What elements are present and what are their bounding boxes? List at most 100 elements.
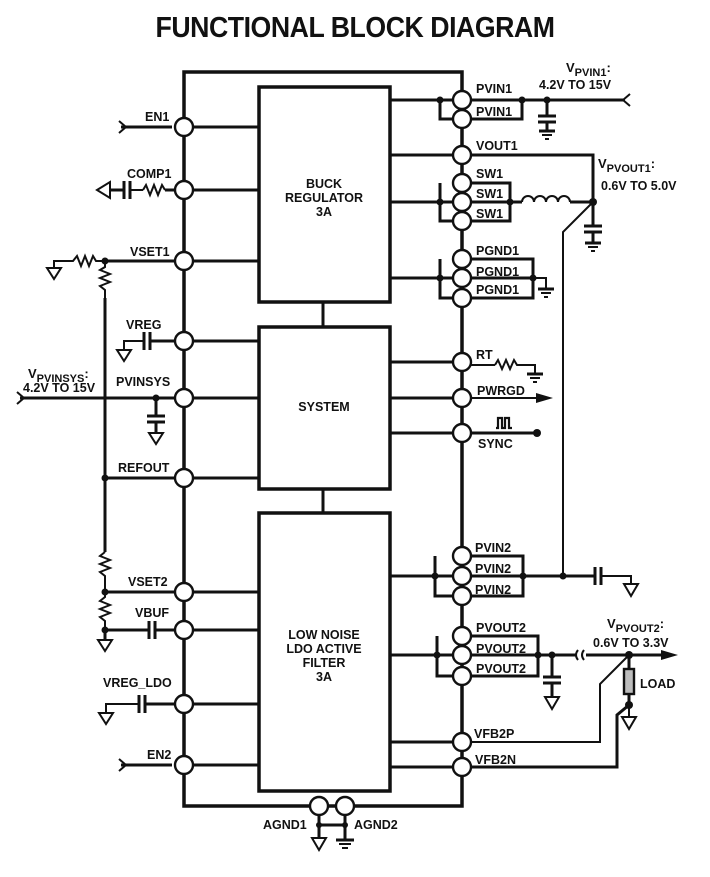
pin-pvin1-a (451, 89, 473, 111)
load-resistor (622, 667, 636, 696)
pin-label-sync: SYNC (478, 437, 513, 451)
left-internal-wires (184, 125, 259, 767)
pin-label-vset1: VSET1 (130, 245, 170, 259)
pin-sw1-b (451, 191, 473, 213)
pin-label-refout: REFOUT (118, 461, 170, 475)
pin-pwrgd (451, 387, 473, 409)
pin-label-sw1-b: SW1 (476, 187, 503, 201)
rail-range-pvin1: 4.2V TO 15V (539, 78, 612, 92)
ldo-label-line1: LOW NOISE (288, 628, 360, 642)
load-label: LOAD (640, 677, 675, 691)
pin-label-pgnd1-c: PGND1 (476, 283, 519, 297)
en2-connection (118, 758, 172, 772)
pin-pvout2-b (451, 644, 473, 666)
pin-sw1-a (451, 172, 473, 194)
pin-label-vreg-ldo: VREG_LDO (103, 676, 172, 690)
pin-label-pwrgd: PWRGD (477, 384, 525, 398)
pin-vout1 (451, 144, 473, 166)
rail-label-pvinsys: VPVINSYS: (28, 366, 89, 385)
pin-label-pvin2-c: PVIN2 (475, 583, 511, 597)
pin-vfb2p (451, 731, 473, 753)
vset1-network (45, 253, 175, 653)
pin-pvin2-a (451, 545, 473, 567)
pin-vfb2n (451, 756, 473, 778)
rail-range-pvout2: 0.6V TO 3.3V (593, 636, 669, 650)
vreg-ldo-network (97, 695, 175, 726)
agnd-network (310, 815, 354, 852)
pin-comp1 (173, 179, 195, 201)
pin-pvout2-c (451, 665, 473, 687)
pin-refout (173, 467, 195, 489)
buck-label-line1: BUCK (306, 177, 342, 191)
pin-sw1-c (451, 210, 473, 232)
pin-label-pvout2-a: PVOUT2 (476, 621, 526, 635)
pvin2-network (431, 554, 640, 598)
pin-label-rt: RT (476, 348, 493, 362)
right-internal-wires (390, 98, 462, 769)
pin-pvout2-a (451, 625, 473, 647)
ldo-label-line3: FILTER (303, 656, 346, 670)
rt-network (471, 357, 543, 383)
pin-label-en2: EN2 (147, 748, 171, 762)
system-block (257, 325, 392, 491)
pin-pvin2-c (451, 585, 473, 607)
rail-range-pvinsys: 4.2V TO 15V (23, 381, 96, 395)
vbuf-network (105, 621, 175, 639)
pin-vset1 (173, 250, 195, 272)
pin-label-pvinsys: PVINSYS (116, 375, 170, 389)
sw1-network (436, 181, 602, 576)
pin-vset2 (173, 581, 195, 603)
buck-label-line2: REGULATOR (285, 191, 363, 205)
pin-label-pvin1-b: PVIN1 (476, 105, 512, 119)
pin-agnd1 (308, 795, 330, 817)
pin-label-agnd1: AGND1 (263, 818, 307, 832)
pin-agnd2 (334, 795, 356, 817)
diagram-title: FUNCTIONAL BLOCK DIAGRAM (155, 12, 555, 44)
pin-label-sw1-a: SW1 (476, 167, 503, 181)
pin-sync (451, 422, 473, 444)
pin-pgnd1-c (451, 287, 473, 309)
pin-label-vreg: VREG (126, 318, 161, 332)
pin-label-pvin2-a: PVIN2 (475, 541, 511, 555)
system-label: SYSTEM (298, 400, 349, 414)
pin-vreg (173, 330, 195, 352)
comp1-network (95, 180, 175, 200)
pgnd1-network (436, 257, 554, 300)
pin-label-vout1: VOUT1 (476, 139, 518, 153)
rail-label-pvin1: VPVIN1: (566, 60, 611, 79)
pwrgd-output (471, 393, 553, 403)
pin-label-vset2: VSET2 (128, 575, 168, 589)
pvin1-network (436, 93, 631, 140)
pin-pvin1-b (451, 108, 473, 130)
pin-pgnd1-b (451, 267, 473, 289)
rail-label-pvout1: VPVOUT1: (598, 156, 655, 175)
pin-pgnd1-a (451, 248, 473, 270)
pin-label-comp1: COMP1 (127, 167, 172, 181)
pin-pvin2-b (451, 565, 473, 587)
pin-label-pvin2-b: PVIN2 (475, 562, 511, 576)
pin-label-en1: EN1 (145, 110, 169, 124)
pin-label-pvin1-a: PVIN1 (476, 82, 512, 96)
pvout2-network (433, 634, 678, 769)
vout1-feedback (462, 153, 595, 202)
ldo-filter-block (257, 511, 392, 793)
pin-vbuf (173, 619, 195, 641)
rail-label-pvout2: VPVOUT2: (607, 616, 664, 635)
ldo-label-line2: LDO ACTIVE (286, 642, 361, 656)
pin-rt (451, 351, 473, 373)
pin-en2 (173, 754, 195, 776)
pvinsys-network (16, 391, 175, 446)
en1-connection (118, 120, 172, 134)
pin-label-pvout2-b: PVOUT2 (476, 642, 526, 656)
pin-label-pgnd1-a: PGND1 (476, 244, 519, 258)
pin-label-pvout2-c: PVOUT2 (476, 662, 526, 676)
pin-pvinsys (173, 387, 195, 409)
pin-label-vfb2n: VFB2N (475, 753, 516, 767)
buck-label-line3: 3A (316, 205, 332, 219)
ldo-label-line4: 3A (316, 670, 332, 684)
pin-label-pgnd1-b: PGND1 (476, 265, 519, 279)
pin-label-vbuf: VBUF (135, 606, 169, 620)
pin-label-sw1-c: SW1 (476, 207, 503, 221)
sync-input (471, 416, 541, 437)
